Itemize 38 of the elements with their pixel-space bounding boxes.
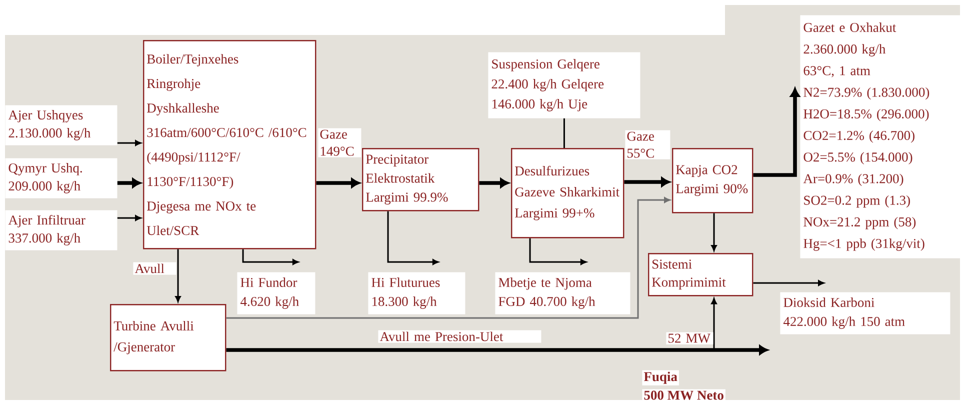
process-box: Turbine Avulli /Gjenerator: [110, 304, 226, 372]
arrow: [479, 178, 509, 188]
process-box: Sistemi Komprimimit: [648, 253, 754, 296]
stream-label: Dioksid Karboni 422.000 kg/h 150 atm: [780, 292, 950, 334]
arrow: [175, 249, 181, 302]
edge-label: Gaze 149°C: [318, 128, 362, 158]
process-box: Precipitator Elektrostatik Largimi 99.9%: [362, 148, 480, 212]
output-label: 500 MW Neto: [642, 389, 726, 402]
arrow: [226, 197, 670, 319]
arrow: [117, 215, 142, 221]
arrow: [316, 178, 360, 188]
arrow: [529, 238, 586, 265]
arrow: [117, 178, 141, 188]
stream-label: Suspension Gelqere 22.400 kg/h Gelqere 146.000 kg/h Uje: [488, 52, 640, 118]
edge-label: Avull me Presion-Ulet: [378, 330, 542, 343]
arrow: [387, 211, 438, 265]
edge-label: Gaze 55°C: [625, 130, 670, 160]
edge-label: Avull: [133, 262, 176, 275]
process-box: Desulfurizues Gazeve Shkarkimit Largimi 99+%: [511, 148, 624, 238]
arrow: [753, 88, 800, 177]
arrow: [711, 298, 717, 350]
stream-label: Qymyr Ushq. 209.000 kg/h: [5, 158, 118, 198]
stream-label: Hi Fluturues 18.300 kg/h: [368, 272, 466, 314]
stream-label: Ajer Ushqyes 2.130.000 kg/h: [5, 105, 118, 146]
arrow: [242, 249, 298, 265]
arrow: [117, 140, 142, 146]
arrow: [711, 213, 717, 252]
stream-label: Ajer Infiltruar 337.000 kg/h: [5, 210, 118, 250]
edge-label: 52 MW: [666, 332, 714, 344]
arrow: [226, 345, 768, 355]
stream-label: Hi Fundor 4.620 kg/h: [237, 272, 316, 314]
process-box: Boiler/Tejnxehes Ringrohje Dyshkalleshe 316atm/600°C/610°C /610°C (4490psi/1112°F/ 1130°F/1130°F) Djegesa me NOx te Ulet/SCR: [143, 40, 316, 250]
arrow: [753, 280, 824, 286]
process-box: Kapja CO2 Largimi 90%: [672, 148, 754, 214]
arrow: [624, 177, 670, 187]
output-label: Fuqia: [642, 370, 679, 386]
stream-label: Mbetje te Njoma FGD 40.700 kg/h: [495, 272, 630, 314]
stream-label: Gazet e Oxhakut 2.360.000 kg/h 63°C, 1 atm N2=73.9% (1.830.000) H2O=18.5% (296.000) CO2=1.2% (46.700) O2=5.5% (154.000) Ar=0.9% (31.200) SO2=0.2 ppm (1.3) NOx=21.2 ppm (58) Hg=<1 ppb (31kg/vit): [800, 15, 976, 258]
